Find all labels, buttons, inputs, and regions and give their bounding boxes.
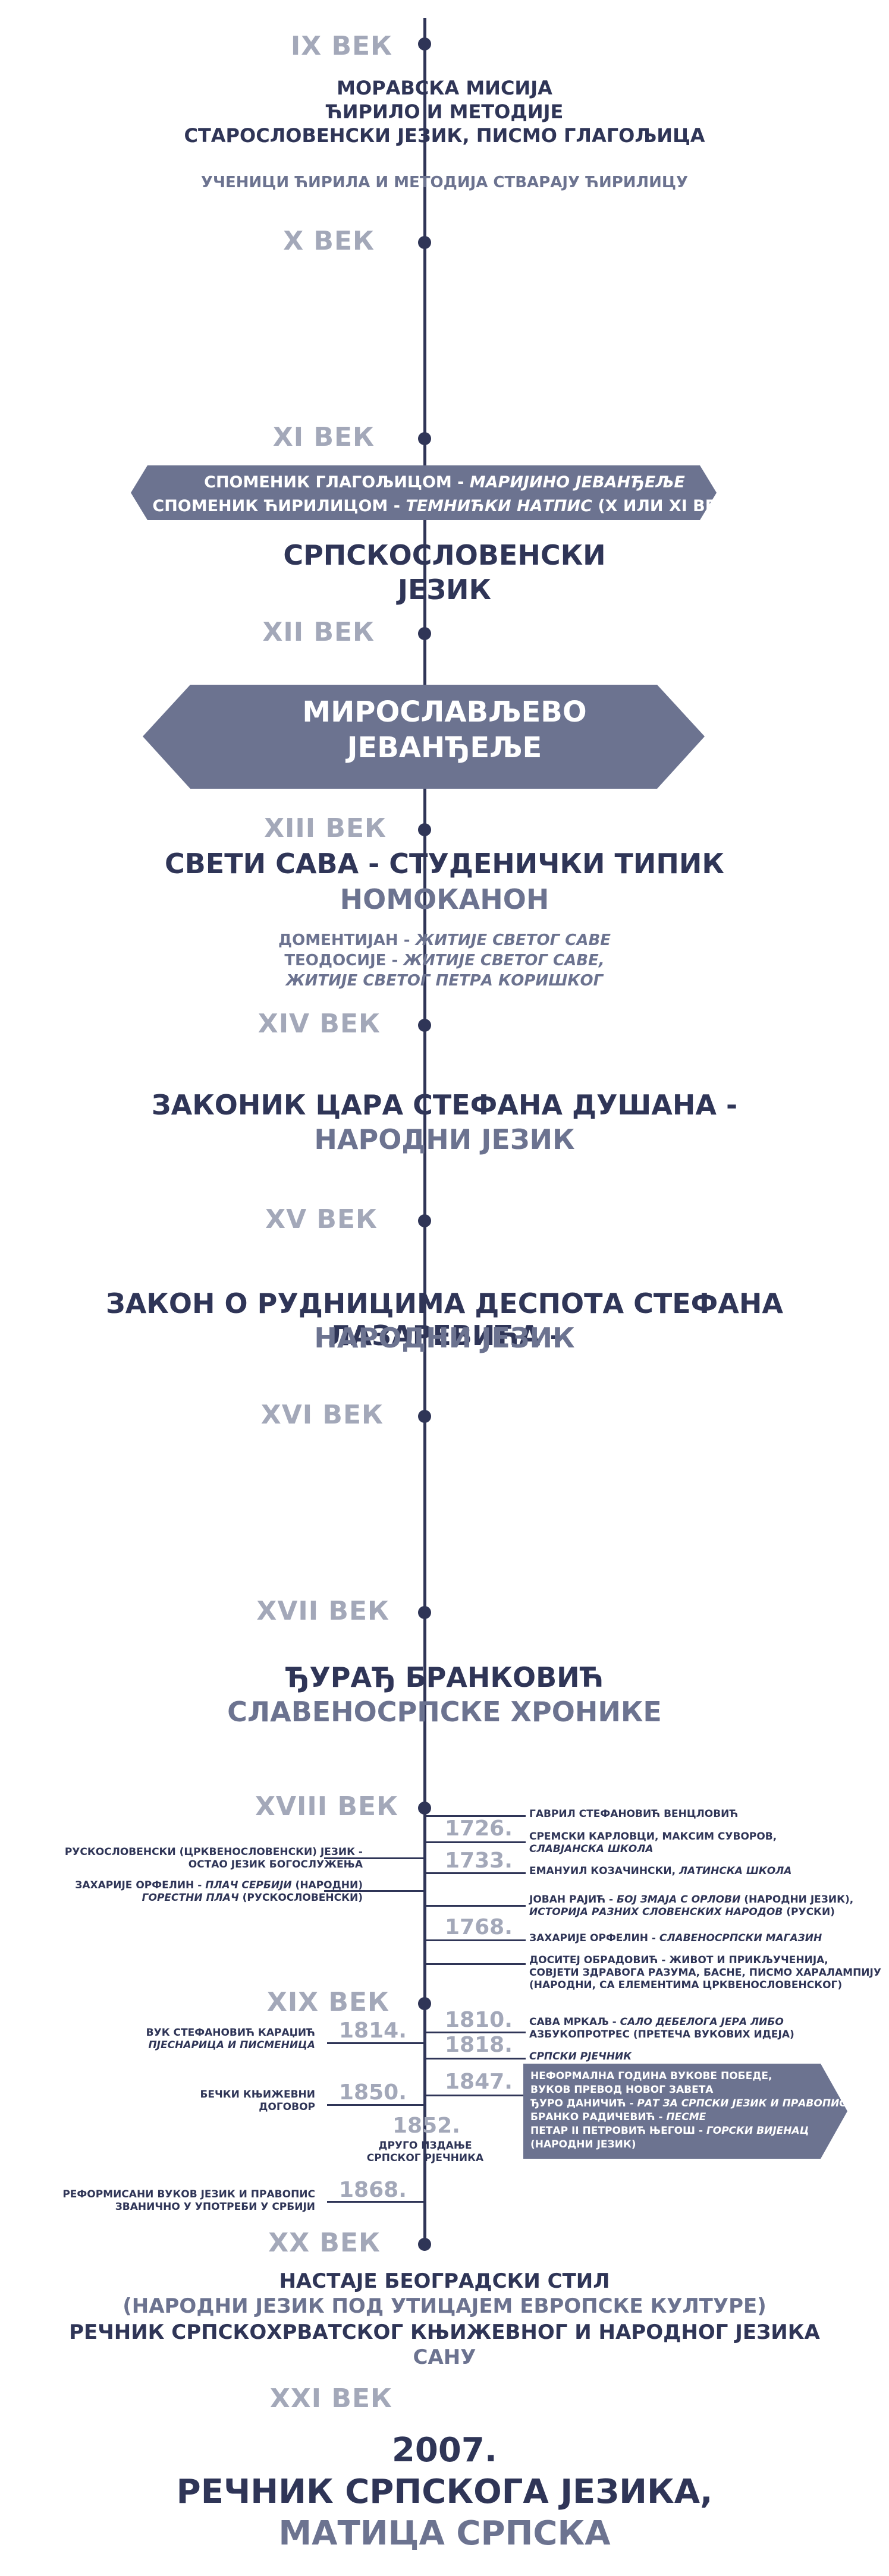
xi-monuments-banner	[131, 465, 717, 520]
dot-xii	[418, 627, 431, 640]
xviii-branch-4	[425, 1905, 526, 1907]
xiv-dusan-code: ЗАКОНИК ЦАРА СТЕФАНА ДУШАНА -	[151, 1089, 738, 1121]
xvii-djuradj-brankovic: ЂУРАЂ БРАНКОВИЋ	[285, 1661, 604, 1693]
xix-branch-3	[425, 2095, 524, 2096]
xix-vuk-karadzic: ВУК СТЕФАНОВИЋ КАРАЏИЋ ПЈЕСНАРИЦА И ПИСМ…	[146, 2027, 315, 2051]
ix-cyril-methodius: ЋИРИЛО И МЕТОДИЈЕ	[325, 100, 564, 123]
ix-disciples-cyrillic: УЧЕНИЦИ ЋИРИЛА И МЕТОДИЈА СТВАРАЈУ ЋИРИЛ…	[200, 174, 689, 191]
year-1847: 1847.	[445, 2070, 513, 2094]
xviii-russian-slavonic: РУСКОСЛОВЕНСКИ (ЦРКВЕНОСЛОВЕНСКИ) ЈЕЗИК …	[64, 1846, 363, 1870]
ix-old-church-slavonic: СТАРОСЛОВЕНСКИ ЈЕЗИК, ПИСМО ГЛАГОЉИЦА	[184, 124, 705, 147]
century-xviii: XVIII ВЕК	[255, 1791, 398, 1822]
xx-european-influence: (НАРОДНИ ЈЕЗИК ПОД УТИЦАЈЕМ ЕВРОПСКЕ КУЛ…	[122, 2294, 767, 2318]
xviii-left-branch-2	[324, 1890, 424, 1892]
century-x: X ВЕК	[283, 226, 375, 256]
dot-xix	[418, 1997, 431, 2010]
dot-xvii	[418, 1606, 431, 1619]
xviii-branch-5	[425, 1939, 526, 1941]
dot-xx	[418, 2238, 431, 2251]
ix-text-block: МОРАВСКА МИСИЈА ЋИРИЛО И МЕТОДИЈЕ СТАРОС…	[0, 76, 889, 147]
dot-xv	[418, 1214, 431, 1227]
xix-branch-1	[425, 2032, 526, 2033]
xviii-rajic: ЈОВАН РАЈИЋ - БОЈ ЗМАЈА С ОРЛОВИ (НАРОДН…	[529, 1894, 854, 1918]
xviii-orfelin-plac: ЗАХАРИЈЕ ОРФЕЛИН - ПЛАЧ СЕРБИЈИ (НАРОДНИ…	[75, 1879, 363, 1904]
xi-glagolitic-monument: СПОМЕНИК ГЛАГОЉИЦОМ - МАРИЈИНО ЈЕВАНЂЕЉЕ	[204, 473, 685, 492]
century-xxi: XXI ВЕК	[269, 2383, 392, 2414]
century-xiii: XIII ВЕК	[264, 813, 387, 843]
xviii-dositej: ДОСИТЕЈ ОБРАДОВИЋ - ЖИВОТ И ПРИКЉУЧЕНИЈА…	[529, 1954, 881, 1991]
xviii-branch-6	[425, 1963, 526, 1965]
xix-branch-2	[425, 2058, 526, 2059]
century-xi: XI ВЕК	[272, 422, 375, 452]
xiii-domentijan: ДОМЕНТИЈАН - ЖИТИЈЕ СВЕТОГ САВЕ	[278, 931, 611, 949]
century-xiv: XIV ВЕК	[257, 1009, 381, 1039]
year-1852: 1852.	[392, 2114, 460, 2138]
xv-mining-law: ЗАКОН О РУДНИЦИМА ДЕСПОТА СТЕФАНА ЛАЗАРЕ…	[106, 1287, 783, 1352]
year-1733: 1733.	[445, 1848, 513, 1873]
dot-xi	[418, 432, 431, 445]
xix-left-branch-3	[327, 2201, 424, 2203]
dot-xiii	[418, 823, 431, 836]
dot-x	[418, 236, 431, 249]
century-xx: XX ВЕК	[268, 2228, 381, 2258]
year-1814: 1814.	[339, 2018, 407, 2043]
xviii-venclovic: ГАВРИЛ СТЕФАНОВИЋ ВЕНЦЛОВИЋ	[529, 1808, 739, 1820]
century-xix: XIX ВЕК	[266, 1987, 389, 2017]
xi-serbian-slavonic: СРПСКОСЛОВЕНСКИ ЈЕЗИК	[283, 539, 606, 606]
xix-1847-banner	[523, 2064, 847, 2159]
xx-belgrade-style: НАСТАЈЕ БЕОГРАДСКИ СТИЛ	[279, 2269, 610, 2293]
dot-xvi	[418, 1410, 431, 1423]
year-1818: 1818.	[445, 2033, 513, 2057]
xiii-teodosije: ТЕОДОСИЈЕ - ЖИТИЈЕ СВЕТОГ САВЕ,	[284, 952, 605, 969]
xvii-subtitle: СЛАВЕНОСРПСКЕ ХРОНИКЕ	[227, 1696, 662, 1728]
xiii-works: ДОМЕНТИЈАН - ЖИТИЈЕ СВЕТОГ САВЕ ТЕОДОСИЈ…	[0, 930, 889, 991]
year-1850: 1850.	[339, 2080, 407, 2105]
xix-mrkalj: САВА МРКАЉ - САЛО ДЕБЕЛОГА ЈЕРА ЛИБО АЗБ…	[529, 2016, 794, 2040]
xviii-orfelin-magazin: ЗАХАРИЈЕ ОРФЕЛИН - СЛАВЕНОСРПСКИ МАГАЗИН	[529, 1932, 822, 1944]
xix-left-branch-2	[327, 2104, 424, 2106]
xviii-branch-2	[425, 1841, 526, 1843]
dot-xiv	[418, 1019, 431, 1032]
ix-moravian-mission: МОРАВСКА МИСИЈА	[337, 77, 552, 99]
xxi-matica-srpska: МАТИЦА СРПСКА	[278, 2514, 611, 2553]
xxi-dictionary: РЕЧНИК СРПСКОГА ЈЕЗИКА,	[176, 2473, 713, 2511]
xii-miroslav-gospel-banner	[143, 685, 705, 789]
xviii-kozacinski: ЕМАНУИЛ КОЗАЧИНСКИ, ЛАТИНСКА ШКОЛА	[529, 1865, 792, 1877]
year-1726: 1726.	[445, 1816, 513, 1841]
xiii-subtitle: НОМОКАНОН	[340, 883, 549, 915]
xxi-year: 2007.	[391, 2431, 498, 2470]
xiii-title: СВЕТИ САВА - СТУДЕНИЧКИ ТИПИК	[164, 848, 725, 880]
xviii-left-branch-1	[324, 1857, 424, 1859]
xix-left-branch-1	[327, 2042, 424, 2044]
xviii-branch-1	[425, 1815, 526, 1817]
xii-banner-text: МИРОСЛАВЉЕВО ЈЕВАНЂЕЉЕ	[302, 695, 587, 764]
timeline-axis	[423, 18, 426, 2241]
dot-xviii	[418, 1802, 431, 1815]
year-1768: 1768.	[445, 1915, 513, 1939]
xiv-subtitle: НАРОДНИ ЈЕЗИК	[314, 1123, 575, 1155]
xviii-karlovci: СРЕМСКИ КАРЛОВЦИ, МАКСИМ СУВОРОВ, СЛАВЈА…	[529, 1831, 777, 1855]
year-1810: 1810.	[445, 2008, 513, 2032]
xix-second-edition: ДРУГО ИЗДАЊЕ СРПСКОГ РЈЕЧНИКА	[366, 2140, 484, 2164]
xix-srpski-rjecnik: СРПСКИ РЈЕЧНИК	[529, 2051, 632, 2062]
century-xii: XII ВЕК	[262, 617, 375, 647]
xv-subtitle: НАРОДНИ ЈЕЗИК	[314, 1322, 575, 1354]
xx-dictionary-sanu: РЕЧНИК СРПСКОХРВАТСКОГ КЊИЖЕВНОГ И НАРОД…	[69, 2320, 820, 2344]
century-xv: XV ВЕК	[265, 1204, 378, 1235]
century-xvii: XVII ВЕК	[256, 1596, 389, 1626]
xi-cyrillic-monument: СПОМЕНИК ЋИРИЛИЦОМ - ТЕМНИЋКИ НАТПИС (X …	[152, 497, 737, 515]
xix-vienna-agreement: БЕЧКИ КЊИЖЕВНИ ДОГОВОР	[200, 2089, 315, 2113]
century-ix: IX ВЕК	[290, 31, 392, 61]
xix-1847-text: НЕФОРМАЛНА ГОДИНА ВУКОВЕ ПОБЕДЕ, ВУКОВ П…	[530, 2070, 847, 2150]
xviii-branch-3	[425, 1872, 526, 1874]
century-xvi: XVI ВЕК	[260, 1400, 384, 1430]
year-1868: 1868.	[339, 2178, 407, 2202]
dot-ix	[418, 37, 431, 51]
xix-reformed-orthography: РЕФОРМИСАНИ ВУКОВ ЈЕЗИК И ПРАВОПИС ЗВАНИ…	[62, 2188, 315, 2213]
xx-sanu: САНУ	[413, 2345, 476, 2369]
xiii-petar-koriski: ЖИТИЈЕ СВЕТОГ ПЕТРА КОРИШКОГ	[285, 972, 604, 990]
xi-banner-text: СПОМЕНИК ГЛАГОЉИЦОМ - МАРИЈИНО ЈЕВАНЂЕЉЕ…	[0, 471, 889, 518]
